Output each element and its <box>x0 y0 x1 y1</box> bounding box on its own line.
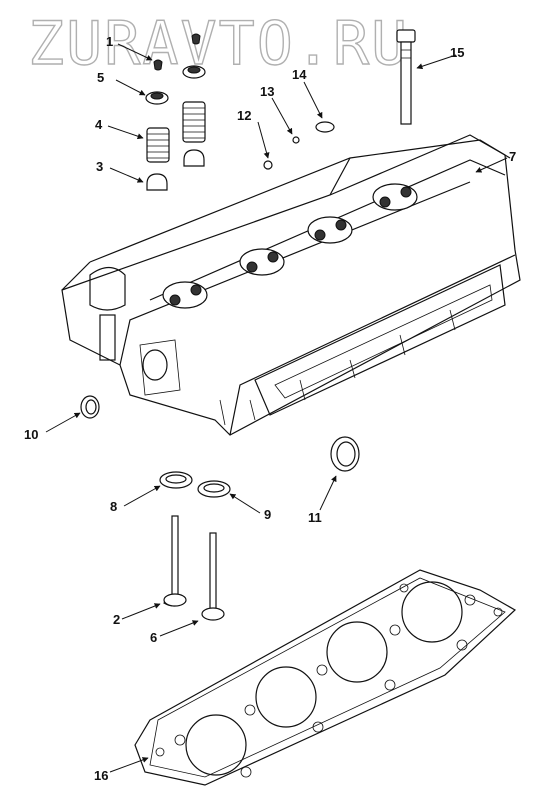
callout-11: 11 <box>308 510 322 525</box>
valve-stem-seals <box>146 149 205 191</box>
callout-10: 10 <box>24 427 38 442</box>
callout-3: 3 <box>96 159 103 174</box>
spring-retainers <box>145 65 206 105</box>
head-bolt <box>396 29 416 125</box>
valve-springs <box>146 101 206 163</box>
head-gasket <box>134 569 517 786</box>
callout-5: 5 <box>97 70 104 85</box>
seal-ring-11 <box>330 436 360 472</box>
cylinder-ports <box>162 183 418 309</box>
cylinder-head <box>61 134 521 436</box>
callout-14: 14 <box>292 67 307 82</box>
callout-2: 2 <box>113 612 120 627</box>
intake-valve <box>163 515 187 607</box>
callout-7: 7 <box>509 149 516 164</box>
callout-6: 6 <box>150 630 157 645</box>
leader-lines <box>45 43 508 773</box>
callout-15: 15 <box>450 45 464 60</box>
valve-keepers <box>153 33 201 71</box>
exhaust-valve <box>201 532 225 621</box>
callout-4: 4 <box>95 117 103 132</box>
callout-13: 13 <box>260 84 274 99</box>
callout-8: 8 <box>110 499 117 514</box>
callout-12: 12 <box>237 108 251 123</box>
callout-numbers: 1 5 4 3 12 13 14 15 7 10 8 9 11 2 6 16 <box>24 34 516 783</box>
o-rings <box>263 121 335 170</box>
callout-1: 1 <box>106 34 113 49</box>
callout-16: 16 <box>94 768 108 783</box>
seal-ring-10 <box>80 395 100 419</box>
valve-seats <box>159 471 231 498</box>
watermark-text: ZURAVTO.RU <box>28 9 409 79</box>
callout-9: 9 <box>264 507 271 522</box>
